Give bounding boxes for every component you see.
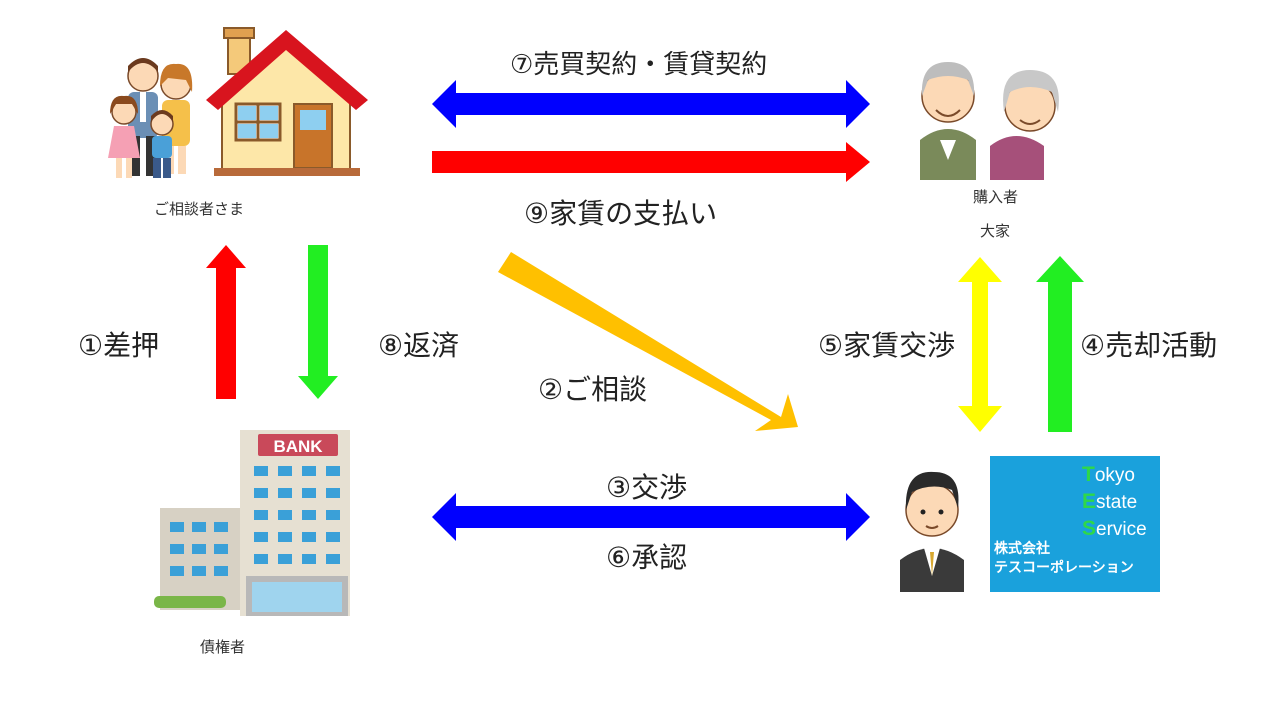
house-icon	[206, 27, 368, 176]
company-logo: Tokyo Estate Service 株式会社 テスコーポレーション	[990, 456, 1160, 592]
buyer-label: 購入者	[973, 188, 1019, 206]
logo-company-name: 株式会社 テスコーポレーション	[994, 540, 1134, 578]
bank-window	[326, 488, 340, 498]
bank-window	[326, 532, 340, 542]
bank-annex-window	[214, 544, 228, 554]
bank-annex-window	[192, 544, 206, 554]
bank-window	[254, 554, 268, 564]
step6-label: ⑥承認	[606, 541, 688, 574]
logo-cap-e: E	[1082, 490, 1097, 513]
consultant-label: ご相談者さま	[154, 200, 245, 218]
bank-annex-window	[192, 522, 206, 532]
bank-annex-window	[170, 566, 184, 576]
landlord-label: 大家	[980, 222, 1011, 240]
bank-window	[254, 510, 268, 520]
family-icon	[108, 58, 193, 178]
creditor-label: 債権者	[200, 638, 246, 656]
bank-annex-window	[192, 566, 206, 576]
arrow-rent-payment	[432, 142, 870, 182]
step9-label: ⑨家賃の支払い	[524, 197, 718, 230]
logo-word-estate: state	[1096, 492, 1138, 513]
bank-window	[302, 510, 316, 520]
bank-window	[326, 510, 340, 520]
bank-building-icon: BANK	[154, 430, 350, 616]
bank-annex-window	[214, 522, 228, 532]
elderly-couple-icon	[920, 62, 1059, 180]
step2-label: ②ご相談	[538, 373, 648, 406]
bank-window	[254, 532, 268, 542]
logo-cap-t: T	[1082, 463, 1095, 486]
bank-window	[302, 488, 316, 498]
bank-window	[302, 532, 316, 542]
step7-label: ⑦売買契約・賃貸契約	[510, 50, 768, 80]
logo-word-service: ervice	[1096, 519, 1147, 540]
bank-window	[278, 488, 292, 498]
step4-label: ④売却活動	[1080, 329, 1218, 362]
bank-window	[278, 510, 292, 520]
arrow-sales-activity	[1036, 256, 1084, 432]
bank-window	[326, 554, 340, 564]
arrow-contract	[432, 80, 870, 128]
step1-label: ①差押	[78, 329, 160, 362]
bank-window	[254, 466, 268, 476]
arrow-consultation	[498, 252, 798, 431]
arrow-rent-negotiation	[958, 257, 1002, 432]
logo-company-line1: 株式会社	[994, 541, 1050, 557]
arrow-seizure	[206, 245, 246, 399]
logo-company-line2: テスコーポレーション	[994, 560, 1134, 576]
bank-sign: BANK	[273, 437, 323, 456]
bank-annex-window	[170, 544, 184, 554]
logo-cap-s: S	[1082, 517, 1097, 540]
step8-label: ⑧返済	[378, 329, 460, 362]
logo-word-tokyo: okyo	[1094, 465, 1135, 486]
bank-annex-window	[170, 522, 184, 532]
arrow-repayment	[298, 245, 338, 399]
step5-label: ⑤家賃交渉	[818, 329, 956, 362]
agent-man-icon	[900, 471, 964, 592]
bank-window	[302, 554, 316, 564]
logo-text: Tokyo Estate Service	[1082, 462, 1147, 543]
arrow-negotiation	[432, 493, 870, 541]
bank-window	[254, 488, 268, 498]
bank-window	[278, 466, 292, 476]
bank-annex-window	[214, 566, 228, 576]
bank-window	[278, 532, 292, 542]
bank-window	[302, 466, 316, 476]
step3-label: ③交渉	[606, 471, 688, 504]
bank-window	[278, 554, 292, 564]
bank-window	[326, 466, 340, 476]
